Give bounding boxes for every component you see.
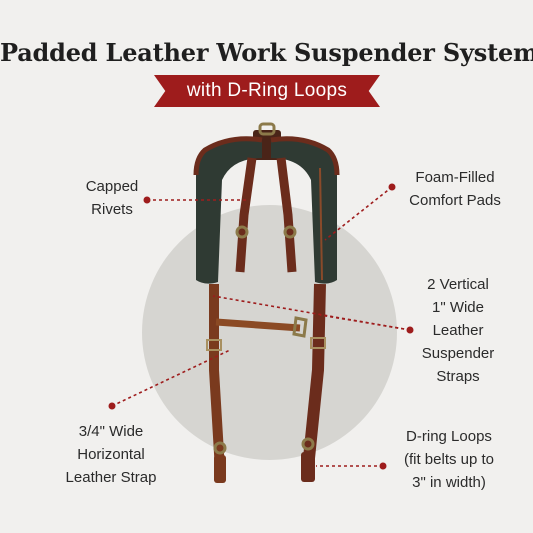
horizontal-leader <box>111 349 231 407</box>
left-buckle <box>206 339 222 351</box>
straps-dot <box>406 326 414 334</box>
dring-dot <box>379 462 387 470</box>
subtitle-text: with D-Ring Loops <box>186 80 348 101</box>
back-left-strap <box>235 157 257 273</box>
left-dring <box>213 441 227 455</box>
front-left-strap <box>209 284 225 471</box>
front-right-strap <box>302 283 326 469</box>
horizontal-dot <box>108 402 116 410</box>
horizontal-strap <box>215 318 301 332</box>
right-dring-loop <box>301 452 315 482</box>
foam-pads-label: Foam-Filled Comfort Pads <box>409 169 501 209</box>
right-pad-edge <box>270 136 340 176</box>
horizontal-clip <box>292 316 308 338</box>
back-clip-right <box>283 225 297 239</box>
back-right-strap <box>276 157 297 273</box>
right-dring <box>301 437 315 451</box>
pads-dot <box>388 183 396 191</box>
right-buckle <box>310 337 326 349</box>
left-shoulder-pad <box>196 138 262 284</box>
right-pad-stitch <box>319 167 323 281</box>
d-ring-loops-label: D-ring Loops (fit belts up to 3" in widt… <box>403 428 495 491</box>
straps-leader-2 <box>319 314 411 331</box>
left-dring-loop <box>214 455 226 483</box>
page-title: Padded Leather Work Suspender System <box>0 38 533 67</box>
pads-leader <box>324 186 393 241</box>
subtitle-ribbon: with D-Ring Loops <box>154 75 380 107</box>
vertical-straps-label: 2 Vertical 1" Wide Leather Suspender Str… <box>421 276 495 385</box>
capped-rivets-label: Capped Rivets <box>85 178 139 218</box>
left-pad-edge <box>193 136 263 176</box>
back-clip-left <box>235 225 249 239</box>
horizontal-strap-label: 3/4" Wide Horizontal Leather Strap <box>65 423 157 486</box>
background-circle <box>142 205 397 460</box>
rivets-dot <box>143 196 151 204</box>
back-ring <box>258 122 276 136</box>
